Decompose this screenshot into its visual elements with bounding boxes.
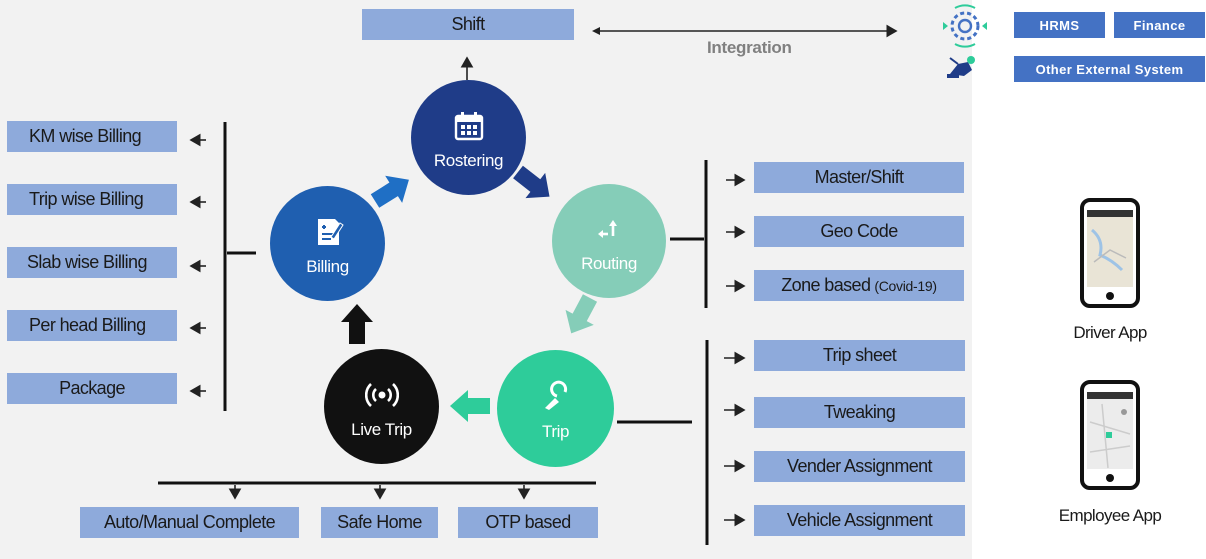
tweaking-label: Tweaking	[823, 402, 896, 422]
km-wise-billing-label: KM wise Billing	[29, 126, 142, 146]
billing-label: Billing	[306, 256, 349, 276]
integration-gear-icon	[943, 4, 987, 48]
shift-label: Shift	[451, 14, 485, 34]
km-wise-billing-box: KM wise Billing	[7, 121, 177, 152]
package-label: Package	[59, 378, 125, 398]
rostering-label: Rostering	[433, 150, 504, 170]
master-shift-box: Master/Shift	[754, 162, 964, 193]
safe-home-box: Safe Home	[321, 507, 438, 538]
trip-sheet-label: Trip sheet	[822, 345, 897, 365]
employee-phone-icon	[1080, 380, 1140, 490]
per-head-billing-label: Per head Billing	[29, 315, 146, 335]
vender-assignment-label: Vender Assignment	[787, 456, 933, 476]
driver-phone-icon	[1080, 198, 1140, 308]
finance-tag: Finance	[1114, 12, 1205, 38]
arrow-rostering-routing	[513, 165, 550, 199]
routing-node: Routing	[552, 184, 666, 298]
billing-node: Billing	[270, 186, 385, 301]
integration-label: Integration	[707, 38, 792, 57]
trip-label: Trip	[541, 421, 570, 441]
route-arrows-icon	[598, 220, 617, 238]
slab-wise-billing-box: Slab wise Billing	[7, 247, 177, 278]
arrow-trip-live	[450, 390, 490, 422]
otp-based-box: OTP based	[458, 507, 598, 538]
employee-app-label: Employee App	[1058, 506, 1162, 525]
trip-node: Trip	[497, 350, 614, 467]
otp-based-label: OTP based	[485, 512, 571, 532]
arrow-live-billing	[341, 304, 373, 344]
vehicle-assignment-box: Vehicle Assignment	[754, 505, 965, 536]
per-head-billing-box: Per head Billing	[7, 310, 177, 341]
driver-app-label: Driver App	[1073, 323, 1147, 342]
zone-based-label: Zone based	[781, 275, 871, 295]
other-external-system-tag: Other External System	[1014, 56, 1205, 82]
pen-path-icon	[544, 380, 567, 410]
master-shift-label: Master/Shift	[814, 167, 904, 187]
vender-assignment-box: Vender Assignment	[754, 451, 965, 482]
geo-code-box: Geo Code	[754, 216, 964, 247]
live-trip-label: Live Trip	[351, 419, 412, 439]
trip-wise-billing-box: Trip wise Billing	[7, 184, 177, 215]
broadcast-icon	[364, 382, 399, 407]
arrow-routing-trip	[565, 294, 598, 334]
calendar-icon	[454, 111, 483, 140]
trip-wise-billing-label: Trip wise Billing	[29, 189, 144, 209]
hrms-tag: HRMS	[1014, 12, 1105, 38]
zone-based-box: Zone based(Covid-19)	[754, 270, 964, 301]
auto-manual-complete-box: Auto/Manual Complete	[80, 507, 299, 538]
package-box: Package	[7, 373, 177, 404]
safe-home-label: Safe Home	[337, 512, 422, 532]
tweaking-box: Tweaking	[754, 397, 965, 428]
shift-box: Shift	[362, 9, 574, 40]
slab-wise-billing-label: Slab wise Billing	[27, 252, 147, 272]
zone-based-note: (Covid-19)	[874, 277, 937, 294]
live-trip-node: Live Trip	[324, 349, 439, 464]
invoice-icon	[317, 218, 344, 245]
rostering-node: Rostering	[411, 80, 526, 195]
geo-code-label: Geo Code	[820, 221, 898, 241]
vehicle-assignment-label: Vehicle Assignment	[786, 510, 933, 530]
trip-sheet-box: Trip sheet	[754, 340, 965, 371]
arrow-billing-rostering	[370, 175, 409, 208]
routing-label: Routing	[581, 254, 637, 273]
auto-manual-complete-label: Auto/Manual Complete	[103, 512, 276, 532]
integration-robot-icon	[947, 56, 975, 78]
